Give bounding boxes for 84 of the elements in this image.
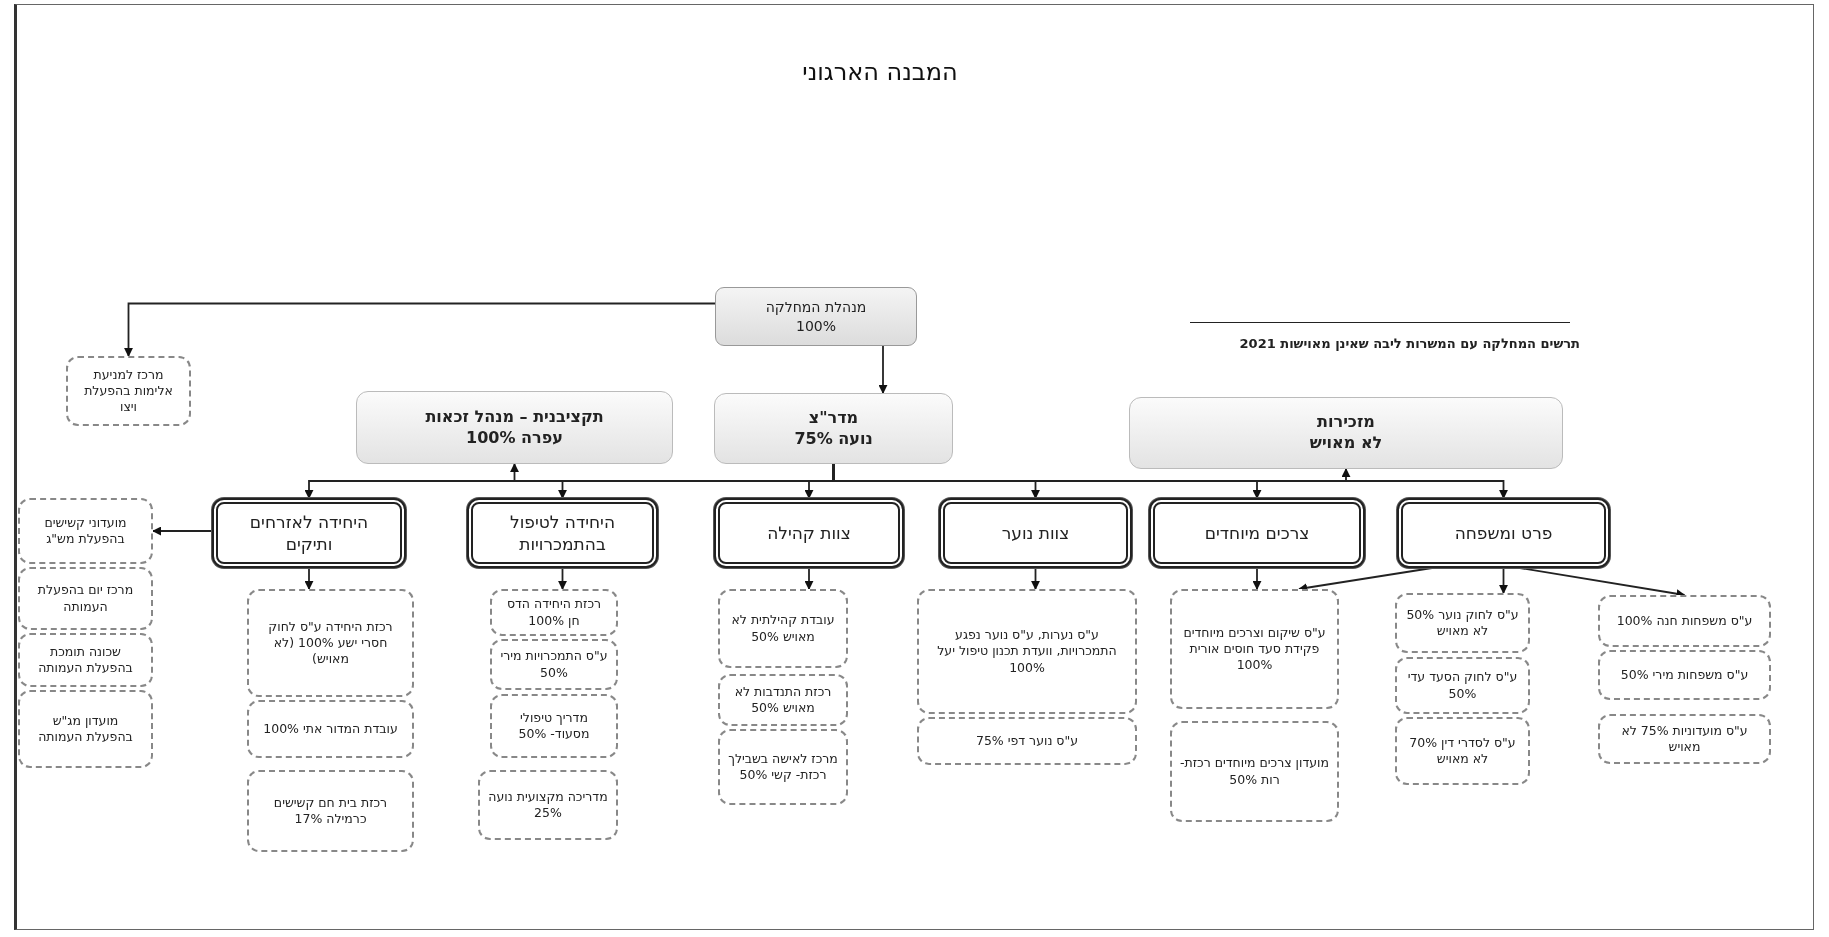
box-label: ע"ס משפחות חנה 100% [1616,612,1753,630]
box-label: רכזת היחידה ע"ס לחוק חסרי ישע 100% (לא מאויש) [267,618,394,668]
box-label: מדר"צ [808,407,859,429]
box-label: ע"ס משפחות מירי 50% [1620,666,1749,684]
position-box [18,498,153,564]
connector-arrow [558,567,567,590]
position-box [490,639,618,690]
box-label: מועדוני קשישים בהפעלת מש"ג [43,514,128,548]
position-box [247,770,414,852]
box-label: תקציבנית – מנהל זכאות [425,406,604,428]
staff-box [1129,397,1563,469]
position-box [1395,657,1530,714]
box-label: רכזת בית חם קשישים כרמילה 17% [272,794,389,828]
box-label: ע"ס לחוק הסעד עדי 50% [1406,669,1519,702]
box-label: רכזת התנדבות לא מאויש 50% [733,683,833,717]
box-label: ע"ס התמכרויות מירי 50% [500,648,608,681]
unit-box [467,498,658,568]
box-label: ע"ס נוער דפי 75% [975,732,1079,750]
box-label: ע"ס נערות, ע"ס נוער נפגע התמכרויות, וועדת תכנון טיפול יעל 100% [936,627,1118,676]
position-box [917,589,1137,714]
box-label: 100% [796,316,836,335]
position-box [1598,714,1771,764]
manager-box [715,287,917,346]
position-box [247,589,414,697]
position-box [490,589,618,636]
position-box [478,770,618,840]
box-label: לא מאויש [1309,433,1383,454]
box-label: מרכז לאישה בשבילך רכזת- קשי 50% [728,750,838,784]
box-label: רכזת היחידה הדס חן 100% [505,596,603,629]
box-label: היחידה לאזרחים ותיקים [248,510,370,556]
connector-arrow [304,567,314,590]
box-label: ע"ס שיקום וצרכים מיוחדים פקידת סעד חוסים אורית 100% [1182,624,1327,674]
staff-box [714,393,953,464]
position-box [1395,593,1530,653]
connector-arrow [878,345,888,394]
unit-box [714,498,904,568]
box-label: פרט ומשפחה [1454,521,1553,545]
box-label: מנהלת המחלקה [765,298,867,317]
connector-arrow [152,526,213,536]
position-box [18,690,153,768]
box-label: היחידה לטיפול בהתמכרויות [509,510,616,556]
box-label: מרכז יום בהפעלת העמותה [36,582,135,615]
box-label: מועדון צרכים מיוחדים רכזת- רות 50% [1180,755,1329,788]
connector-arrow [1031,567,1040,590]
connector-arrow [124,302,716,357]
staff-box [356,391,673,464]
box-label: מזכירות [1317,412,1375,433]
position-box [1598,595,1771,647]
position-box [718,589,848,668]
position-box [1395,717,1530,785]
unit-box [212,498,406,568]
box-label: ע"ס לסדרי דין 70% לא מאויש [1408,734,1517,768]
box-label: שכונה תומכת בהפעלת העמותה [37,643,134,677]
box-label: מדריכה מקצועית נועה 25% [488,788,608,822]
position-box [66,356,191,426]
position-box [917,717,1137,765]
position-box [18,633,153,687]
unit-box [1397,498,1610,568]
position-box [1598,650,1771,700]
position-box [18,567,153,630]
box-label: צוות נוער [1001,521,1070,545]
position-box [247,700,414,758]
diagram-title: המבנה הארגוני [801,58,959,86]
box-label: צוות קהילה [767,521,851,545]
box-label: ע"ס לחוק נוער 50% לא מאויש [1405,606,1520,640]
position-box [718,674,848,726]
connector-arrow [1252,567,1262,590]
box-label: נועה 75% [794,428,873,450]
box-label: עובדת קהילתית לא מאויש 50% [730,612,836,645]
position-box [1170,589,1339,709]
position-box [490,694,618,758]
box-label: מדריך טיפולי מסעוד- 50% [517,709,591,743]
connector-arrow [804,567,814,590]
box-label: ע"ס מועדוניות 75% לא מאויש [1620,722,1749,756]
box-label: מרכז למניעת אלימות בהפעלת ויצו [83,366,174,416]
position-box [1170,721,1339,822]
position-box [718,729,848,805]
box-label: מועדון מג"ש בהפעלת העמותה [37,712,134,746]
box-label: צרכים מיוחדים [1204,521,1310,545]
box-label: עובדת המדור אתי 100% [263,720,398,738]
connector-arrow [1499,567,1508,594]
box-label: עפרה 100% [466,427,563,449]
unit-box [939,498,1132,568]
unit-box [1149,498,1365,568]
